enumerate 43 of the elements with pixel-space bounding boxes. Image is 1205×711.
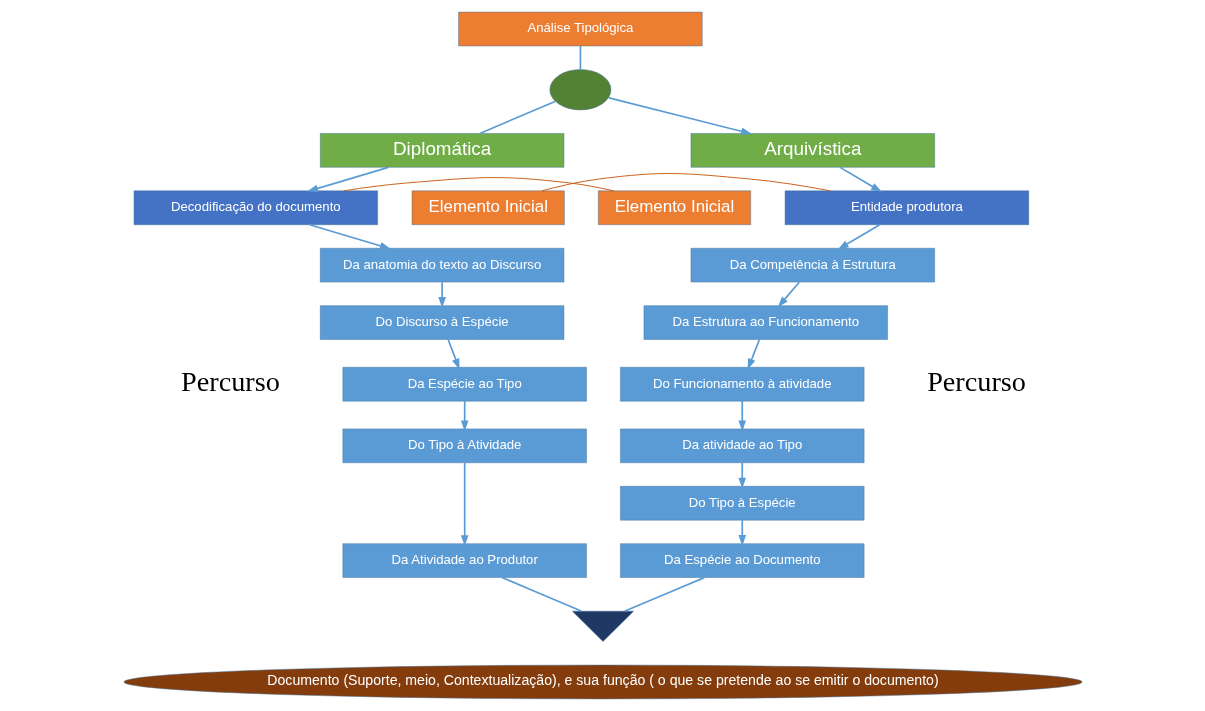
arrow xyxy=(737,519,746,547)
arrow xyxy=(747,338,760,370)
connector xyxy=(501,576,582,612)
node-box: Diplomática xyxy=(319,133,564,168)
node-box: Análise Tipológica xyxy=(457,11,702,47)
node-box: Da Estrutura ao Funcionamento xyxy=(643,305,888,340)
node-box: Do Tipo à Espécie xyxy=(619,486,864,521)
arrow xyxy=(460,462,469,547)
node-box: Da atividade ao Tipo xyxy=(619,428,864,463)
node-triangle xyxy=(571,610,634,642)
connector xyxy=(579,45,581,71)
node-box: Entidade produtora xyxy=(784,190,1029,225)
node-box: Decodificação do documento xyxy=(133,190,378,225)
arrow xyxy=(446,338,460,370)
node-box: Do Discurso à Espécie xyxy=(319,305,564,340)
arrow xyxy=(837,223,881,250)
arrow xyxy=(437,281,446,308)
node-box: Da Espécie ao Tipo xyxy=(342,367,587,402)
node-box: Da Espécie ao Documento xyxy=(619,543,864,578)
node-box: Da Competência à Estrutura xyxy=(690,248,935,283)
label: Percurso xyxy=(180,366,280,398)
connector xyxy=(623,576,705,612)
node-ellipse xyxy=(549,69,611,111)
node-box: Elemento Inicial xyxy=(597,190,751,225)
connector xyxy=(478,100,556,135)
node-box: Arquivística xyxy=(690,133,935,168)
arrow xyxy=(607,97,752,136)
connector xyxy=(342,177,614,192)
arrow xyxy=(460,400,469,432)
node-box: Da Atividade ao Produtor xyxy=(342,543,587,578)
node-box: Do Tipo à Atividade xyxy=(342,428,587,463)
arrow xyxy=(777,281,800,308)
node-ellipse: Documento (Suporte, meio, Contextualização), e sua função ( o que se pretende ao se emitir o documento) xyxy=(123,664,1082,700)
node-box: Da anatomia do texto ao Discurso xyxy=(319,248,564,283)
label: Percurso xyxy=(926,366,1026,398)
arrow xyxy=(308,223,391,250)
arrow xyxy=(737,400,746,432)
arrow xyxy=(838,166,882,193)
node-box: Do Funcionamento à atividade xyxy=(619,367,864,402)
arrow xyxy=(737,462,746,489)
arrow xyxy=(306,166,389,193)
node-box: Elemento Inicial xyxy=(411,190,565,225)
connector xyxy=(541,173,831,192)
